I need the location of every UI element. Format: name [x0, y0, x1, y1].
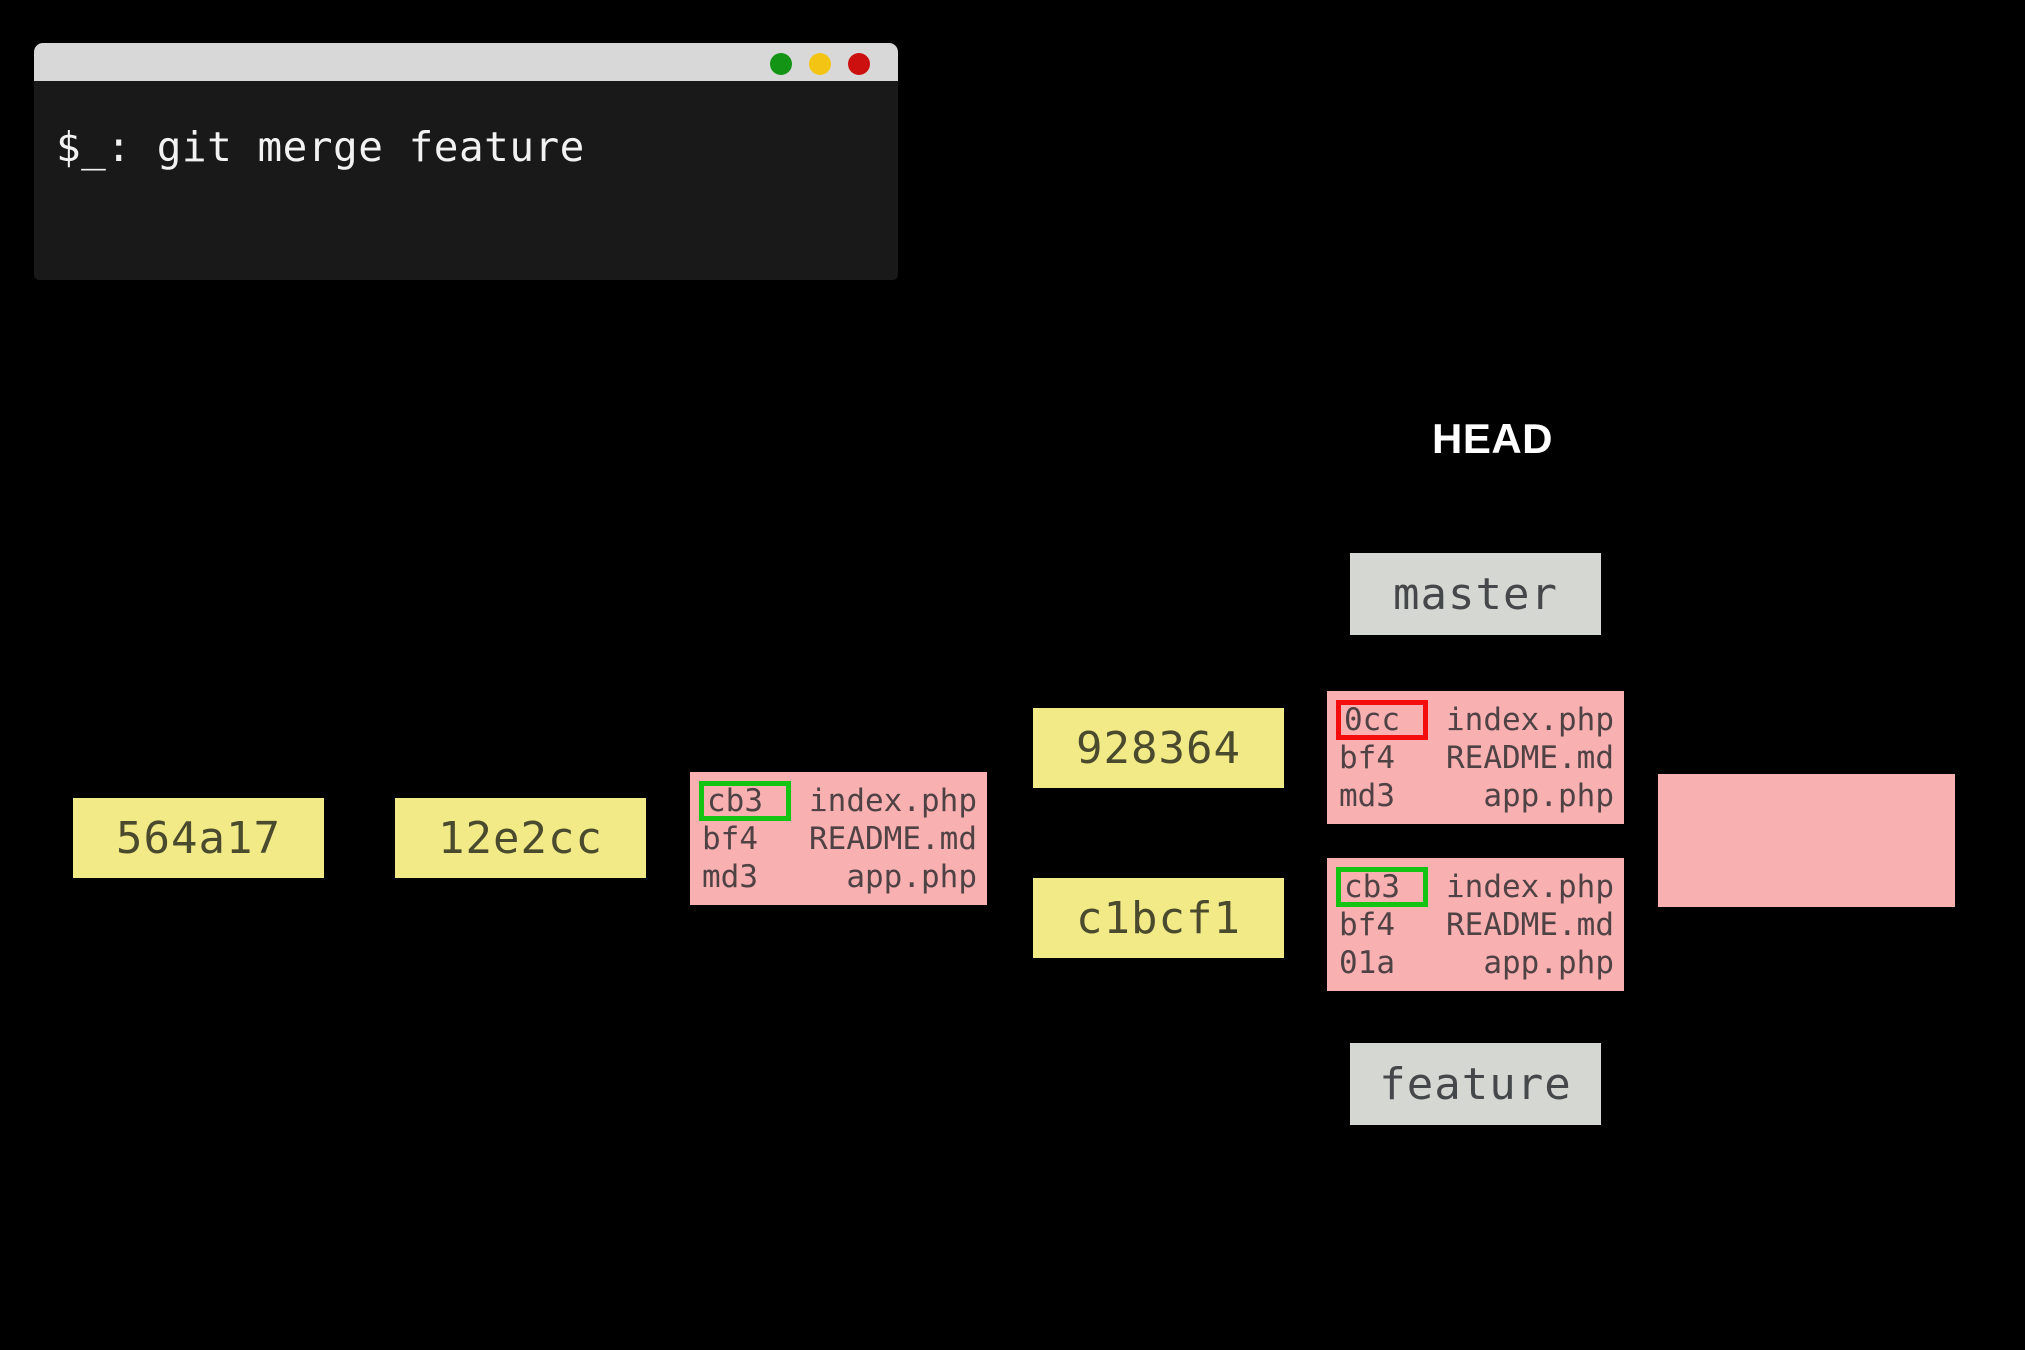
tree-file: app.php [1483, 777, 1614, 814]
tree-node-merge-empty[interactable] [1658, 774, 1955, 907]
tree-hash: md3 [1339, 777, 1395, 814]
tree-file: index.php [809, 782, 977, 819]
tree-file: index.php [1446, 868, 1614, 905]
commit-node-564a17[interactable]: 564a17 [73, 798, 324, 878]
terminal-window: $_: git merge feature [34, 43, 898, 280]
terminal-body[interactable]: $_: git merge feature [34, 81, 898, 280]
tree-hash: bf4 [1339, 906, 1395, 943]
branch-label-master[interactable]: master [1350, 553, 1601, 635]
tree-hash: md3 [702, 858, 758, 895]
tree-hash: 01a [1339, 944, 1395, 981]
tree-node-base[interactable]: cb3 index.php bf4 README.md md3 app.php [690, 772, 987, 905]
head-label: HEAD [1432, 415, 1554, 462]
tree-row: bf4 README.md [1339, 906, 1614, 944]
tree-row: cb3 index.php [1336, 866, 1614, 907]
tree-hash: bf4 [1339, 739, 1395, 776]
tree-row: md3 app.php [1339, 777, 1614, 815]
minimize-icon[interactable] [770, 53, 792, 75]
tree-node-master[interactable]: 0cc index.php bf4 README.md md3 app.php [1327, 691, 1624, 824]
tree-file: app.php [1483, 944, 1614, 981]
commit-node-c1bcf1[interactable]: c1bcf1 [1033, 878, 1284, 958]
tree-row: md3 app.php [702, 858, 977, 896]
tree-file: README.md [1446, 906, 1614, 943]
window-controls [770, 53, 870, 75]
tree-hash: bf4 [702, 820, 758, 857]
tree-row: 0cc index.php [1336, 699, 1614, 740]
tree-node-feature[interactable]: cb3 index.php bf4 README.md 01a app.php [1327, 858, 1624, 991]
maximize-icon[interactable] [809, 53, 831, 75]
tree-row: 01a app.php [1339, 944, 1614, 982]
tree-hash: 0cc [1336, 699, 1428, 740]
tree-row: bf4 README.md [1339, 739, 1614, 777]
tree-file: README.md [809, 820, 977, 857]
commit-node-928364[interactable]: 928364 [1033, 708, 1284, 788]
tree-row: cb3 index.php [699, 780, 977, 821]
terminal-prompt-line: $_: git merge feature [56, 123, 585, 171]
tree-row: bf4 README.md [702, 820, 977, 858]
close-icon[interactable] [848, 53, 870, 75]
commit-node-12e2cc[interactable]: 12e2cc [395, 798, 646, 878]
tree-hash: cb3 [699, 780, 791, 821]
tree-file: README.md [1446, 739, 1614, 776]
tree-file: app.php [846, 858, 977, 895]
tree-file: index.php [1446, 701, 1614, 738]
tree-hash: cb3 [1336, 866, 1428, 907]
terminal-titlebar[interactable] [34, 43, 898, 81]
branch-label-feature[interactable]: feature [1350, 1043, 1601, 1125]
